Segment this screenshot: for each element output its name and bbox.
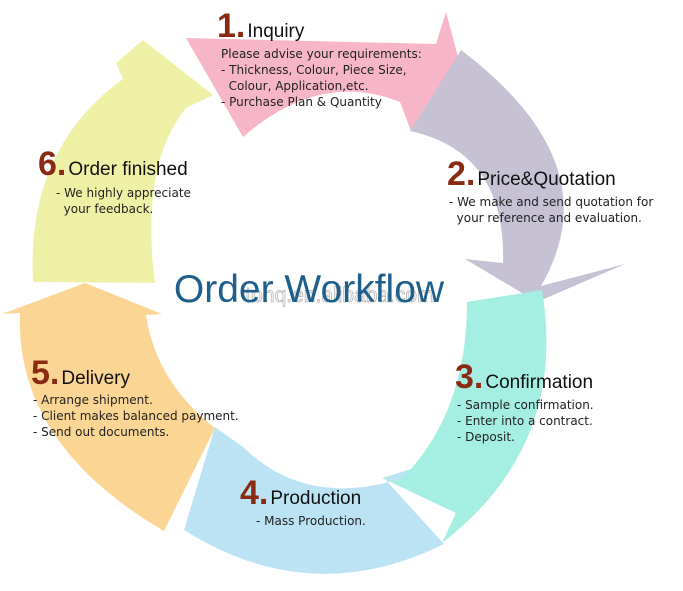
svg-text:2.Price&Quotation: 2.Price&Quotation <box>447 155 616 193</box>
step-line: - We make and send quotation for <box>449 195 653 209</box>
step-line: - Thickness, Colour, Piece Size, <box>221 63 407 77</box>
svg-text:6.Order finished: 6.Order finished <box>38 145 188 183</box>
segment-inquiry <box>186 12 462 137</box>
step-line: - Sample confirmation. <box>457 398 594 412</box>
svg-text:- Mass Production.: - Mass Production. <box>256 514 366 528</box>
svg-text:- We highly appreciate: - We highly appreciate your feedback. <box>0 0 218 216</box>
step-line: your feedback. <box>56 202 153 216</box>
watermark: tonq.en.alibaba.com <box>245 284 434 307</box>
step-order-finished: 6.Order finished - We highly appreciate … <box>0 0 218 216</box>
step-title: Production <box>270 488 361 509</box>
step-line: - Deposit. <box>457 430 515 444</box>
step-number: 6. <box>38 145 66 183</box>
step-number: 3. <box>455 358 483 396</box>
step-line: - Arrange shipment. <box>33 393 153 407</box>
segment-production <box>184 427 444 574</box>
svg-text:4.Production: 4.Production <box>240 474 361 512</box>
svg-text:- We make and send quotation f: - We make and send quotation for your re… <box>0 0 680 225</box>
segment-price-quotation <box>410 50 625 302</box>
step-delivery: 5.Delivery - Arrange shipment. - Client … <box>0 0 265 439</box>
step-line: Please advise your requirements: <box>221 47 422 61</box>
step-title: Order finished <box>68 159 187 180</box>
step-price-quotation: 2.Price&Quotation - We make and send quo… <box>0 0 680 225</box>
svg-text:3.Confirmation: 3.Confirmation <box>455 358 593 396</box>
svg-text:1.Inquiry: 1.Inquiry <box>217 7 305 45</box>
step-number: 1. <box>217 7 245 45</box>
svg-text:Please advise your requirement: Please advise your requirements: - Thick… <box>0 0 448 109</box>
step-production: 4.Production - Mass Production. <box>240 474 366 528</box>
step-line: - Send out documents. <box>33 425 169 439</box>
svg-text:- Sample confirmation. -: - Sample confirmation. - Enter into a co… <box>457 398 594 444</box>
step-line: - Enter into a contract. <box>457 414 593 428</box>
step-confirmation: 3.Confirmation - Sample confirmation. - … <box>455 358 594 444</box>
step-line: Colour, Application,etc. <box>221 79 369 93</box>
step-title: Inquiry <box>247 21 305 42</box>
step-title: Confirmation <box>485 372 593 393</box>
step-number: 2. <box>447 155 475 193</box>
segment-confirmation <box>382 290 547 543</box>
step-line: - Purchase Plan & Quantity <box>221 95 382 109</box>
svg-text:- Arrange shipment. - Cl: - Arrange shipment. - Client makes balan… <box>0 0 265 439</box>
step-title: Delivery <box>61 368 130 389</box>
step-line: - We highly appreciate <box>56 186 191 200</box>
diagram-title: Order Workflow <box>174 268 445 311</box>
step-inquiry: 1.Inquiry Please advise your requirement… <box>0 0 448 109</box>
step-title: Price&Quotation <box>477 169 615 190</box>
step-number: 4. <box>240 474 268 512</box>
segment-delivery <box>2 283 215 531</box>
segment-order-finished <box>32 40 214 283</box>
step-number: 5. <box>31 354 59 392</box>
step-line: your reference and evaluation. <box>449 211 642 225</box>
step-line: - Client makes balanced payment. <box>33 409 239 423</box>
step-line: - Mass Production. <box>256 514 366 528</box>
svg-text:5.Delivery: 5.Delivery <box>31 354 130 392</box>
